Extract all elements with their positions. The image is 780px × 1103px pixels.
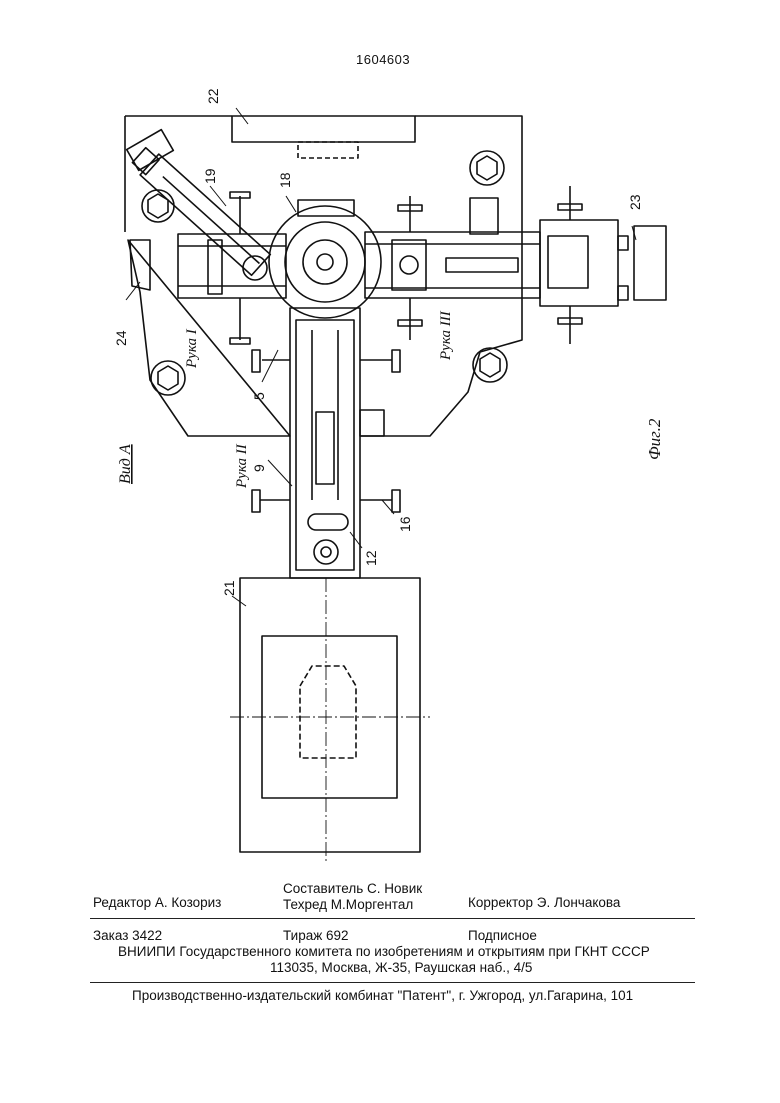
techred-line: Техред М.Моргентал [283,897,413,912]
callout-22: 22 [205,88,221,104]
base-plate [125,116,522,436]
arm-2-label: Рука II [234,443,250,489]
bolt-bottom-left [151,361,185,395]
divider-bottom [90,982,695,983]
callout-24: 24 [113,330,129,346]
figure-label: Фиг.2 [645,418,664,460]
callout-16: 16 [397,516,413,532]
corrector-line: Корректор Э. Лончакова [468,895,620,910]
technical-drawing: 22 19 18 23 24 5 9 16 12 21 Рука I Рука … [0,0,780,880]
callout-19: 19 [202,168,218,184]
view-label: Вид А [117,444,134,484]
callout-12: 12 [363,550,379,566]
organization-line-2: 113035, Москва, Ж-35, Раушская наб., 4/5 [270,960,532,975]
publisher-line: Производственно-издательский комбинат "П… [132,988,633,1003]
block-22 [232,116,415,142]
divider-top [90,918,695,919]
arm-1-label: Рука I [184,328,200,369]
callout-21: 21 [221,580,237,596]
circulation-line: Тираж 692 [283,928,349,943]
callout-23: 23 [627,194,643,210]
editor-line: Редактор А. Козориз [93,895,221,910]
bolt-top-right [470,151,504,185]
right-bracket [540,220,618,306]
callout-18: 18 [277,172,293,188]
subscription-line: Подписное [468,928,537,943]
block-23 [634,226,666,300]
callout-9: 9 [251,464,267,472]
table-21 [240,578,420,852]
callout-5: 5 [251,392,267,400]
compiler-line: Составитель С. Новик [283,881,422,896]
organization-line-1: ВНИИПИ Государственного комитета по изоб… [118,944,650,959]
bolt-bottom-right [473,348,507,382]
bolt-top-left [142,190,174,222]
order-line: Заказ 3422 [93,928,162,943]
arm-3-label: Рука III [438,310,454,361]
arm-2-housing [290,308,360,578]
